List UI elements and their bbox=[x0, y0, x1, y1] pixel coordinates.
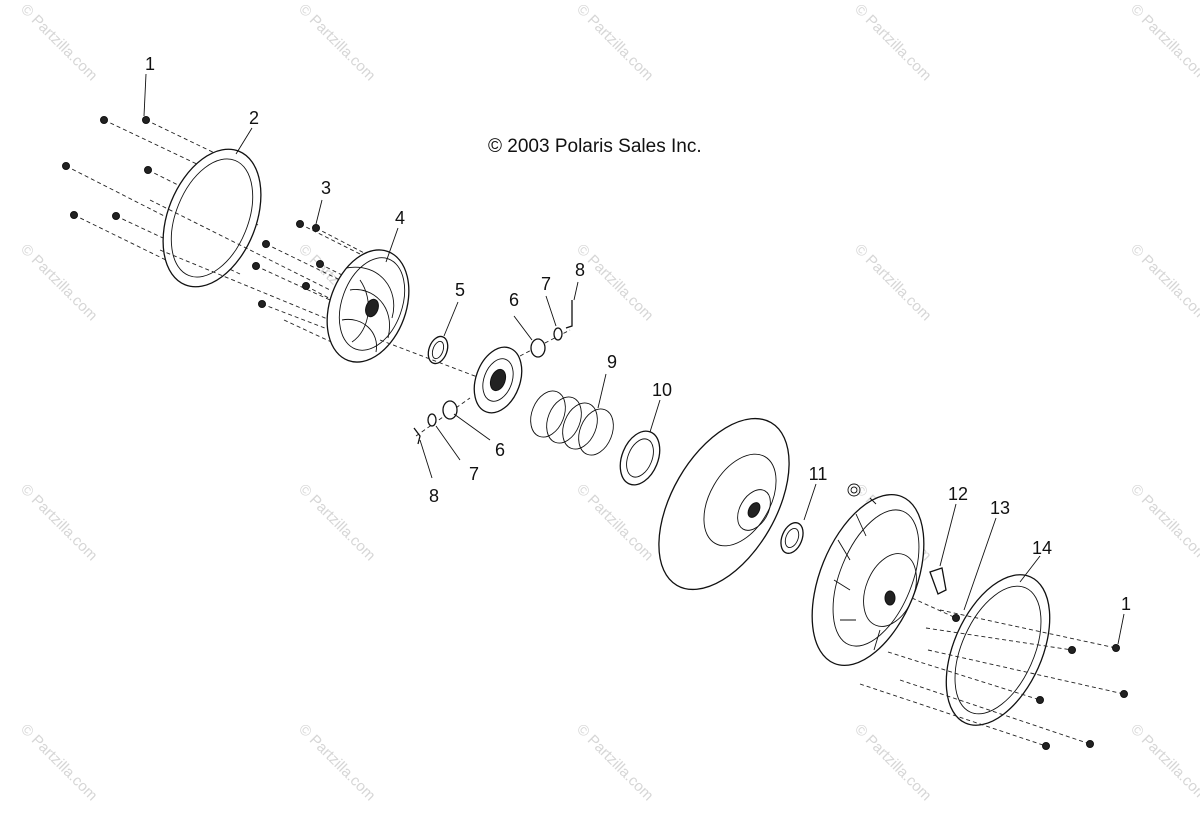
washer-ring-10 bbox=[619, 399, 661, 486]
watermark-text: © Partzilla.com bbox=[1127, 481, 1200, 564]
callout-7-lower: 7 bbox=[469, 464, 479, 484]
spring-9 bbox=[530, 373, 614, 456]
callout-8-upper: 8 bbox=[575, 260, 585, 280]
watermark-text: © Partzilla.com bbox=[851, 1, 934, 84]
bolt-group-right bbox=[859, 609, 1128, 750]
watermark-text: © Partzilla.com bbox=[295, 1, 378, 84]
watermark-text: © Partzilla.com bbox=[851, 721, 934, 804]
callout-1-bottom: 1 bbox=[1121, 594, 1131, 614]
callout-5: 5 bbox=[455, 280, 465, 300]
watermark-text: © Partzilla.com bbox=[1127, 721, 1200, 804]
callout-9: 9 bbox=[607, 352, 617, 372]
callout-2: 2 bbox=[249, 108, 259, 128]
washer-11 bbox=[780, 483, 817, 554]
spider-assembly-4 bbox=[326, 227, 410, 363]
callout-7-upper: 7 bbox=[541, 274, 551, 294]
watermark-text: © Partzilla.com bbox=[295, 721, 378, 804]
callout-10: 10 bbox=[652, 380, 672, 400]
callout-6-lower: 6 bbox=[495, 440, 505, 460]
snap-ring-5 bbox=[379, 301, 481, 379]
clutch-cover bbox=[811, 483, 925, 667]
gasket-ring-left bbox=[149, 127, 331, 321]
copyright-text: © 2003 Polaris Sales Inc. bbox=[488, 136, 702, 157]
callout-12: 12 bbox=[948, 484, 968, 504]
watermark-text: © Partzilla.com bbox=[17, 1, 100, 84]
watermark-text: © Partzilla.com bbox=[573, 241, 656, 324]
watermark-text: © Partzilla.com bbox=[1127, 241, 1200, 324]
callout-11: 11 bbox=[809, 464, 828, 484]
callout-13: 13 bbox=[990, 498, 1010, 518]
bolt-12-13 bbox=[911, 503, 997, 622]
callout-6-upper: 6 bbox=[509, 290, 519, 310]
watermark-text: © Partzilla.com bbox=[17, 241, 100, 324]
callout-labels: 1 2 3 4 5 6 7 8 9 10 6 7 8 11 12 13 14 1 bbox=[145, 54, 1131, 614]
watermark-text: © Partzilla.com bbox=[1127, 1, 1200, 84]
watermark-text: © Partzilla.com bbox=[573, 721, 656, 804]
callout-4: 4 bbox=[395, 208, 405, 228]
callout-14: 14 bbox=[1032, 538, 1052, 558]
callout-8-lower: 8 bbox=[429, 486, 439, 506]
bearing-housing bbox=[473, 346, 523, 414]
watermark-text: © Partzilla.com bbox=[295, 481, 378, 564]
gasket-ring-right bbox=[945, 555, 1051, 726]
watermark-text: © Partzilla.com bbox=[17, 721, 100, 804]
watermark-text: © Partzilla.com bbox=[17, 481, 100, 564]
roller-stack-upper bbox=[513, 281, 579, 358]
callout-3: 3 bbox=[321, 178, 331, 198]
watermark-text: © Partzilla.com bbox=[573, 481, 656, 564]
callout-1-top: 1 bbox=[145, 54, 155, 74]
fixed-sheave bbox=[658, 417, 790, 591]
watermark-text: © Partzilla.com bbox=[851, 241, 934, 324]
roller-stack-lower bbox=[413, 397, 491, 479]
watermark-text: © Partzilla.com bbox=[573, 1, 656, 84]
